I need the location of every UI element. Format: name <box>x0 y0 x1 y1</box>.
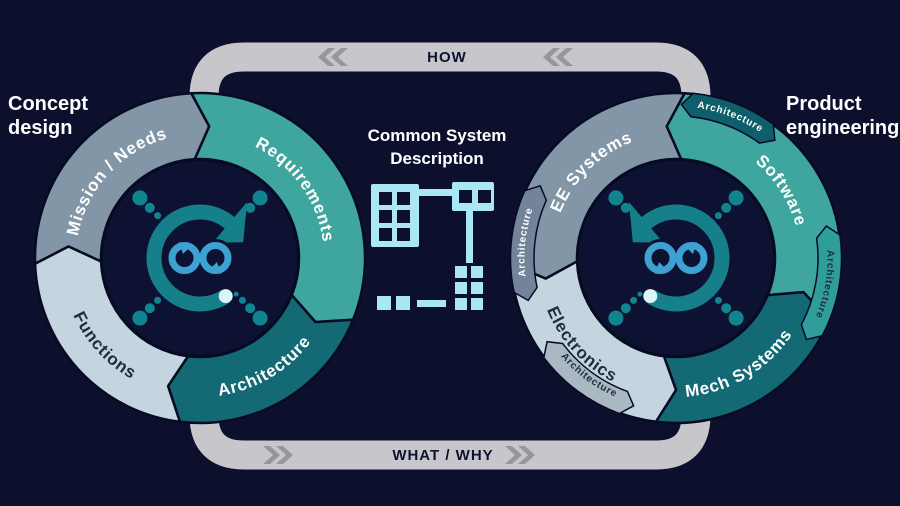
model-connector-h <box>419 189 453 196</box>
dotted-ray <box>709 291 744 326</box>
system-model-icon <box>371 182 494 310</box>
architecture-wedge <box>543 340 635 415</box>
left-chevron-icon <box>543 48 573 66</box>
model-block <box>396 296 410 310</box>
continuous-sync-icon-cw <box>101 159 299 357</box>
architecture-wedge <box>680 92 776 144</box>
model-grid-cell <box>471 282 483 294</box>
right-chevron-icon <box>505 446 535 464</box>
highlight-dot <box>218 289 233 304</box>
model-table-small <box>452 182 494 211</box>
sync-arrow-head <box>212 202 247 243</box>
model-connector-v <box>466 211 473 263</box>
dotted-ray <box>132 190 167 225</box>
product-engineering-title-line2: engineering <box>786 117 899 139</box>
model-grid-cell <box>455 266 467 278</box>
sync-arrow-arc <box>146 204 236 312</box>
model-connector-h <box>417 300 446 307</box>
infinity-icon <box>165 239 235 277</box>
product-engineering-ring: ArchitectureArchitectureArchitectureArch… <box>509 91 843 425</box>
how-band-ribbon <box>189 42 711 112</box>
right-chevron-icon <box>263 446 293 464</box>
highlight-dot <box>643 289 658 304</box>
model-grid-cell <box>471 298 483 310</box>
what-why-band-ribbon <box>189 402 711 470</box>
model-grid-cell <box>471 266 483 278</box>
model-block <box>377 296 391 310</box>
center-title-line1: Common System <box>368 126 507 145</box>
sync-arrow-head <box>629 202 664 243</box>
concept-design-title-line1: Concept <box>8 93 88 115</box>
how-band: HOW <box>189 42 711 112</box>
model-grid-cell <box>455 282 467 294</box>
architecture-wedge <box>800 225 843 341</box>
product-engineering-title-line1: Product <box>786 93 862 115</box>
what-why-band-label: WHAT / WHY <box>392 447 493 464</box>
left-chevron-icon <box>318 48 348 66</box>
continuous-sync-icon-ccw <box>577 159 775 357</box>
concept-design-title-line2: design <box>8 117 72 139</box>
model-table-large <box>371 184 419 247</box>
dotted-ray <box>709 190 744 225</box>
sync-arrow-arc <box>640 204 730 312</box>
dotted-ray <box>608 291 643 326</box>
model-grid-cell <box>455 298 467 310</box>
how-band-label: HOW <box>427 49 467 66</box>
what-why-band: WHAT / WHY <box>189 402 711 470</box>
dotted-ray <box>132 291 167 326</box>
center-title-line2: Description <box>390 149 484 168</box>
architecture-wedge <box>509 184 548 302</box>
dotted-ray <box>233 291 268 326</box>
infinity-icon <box>641 239 711 277</box>
